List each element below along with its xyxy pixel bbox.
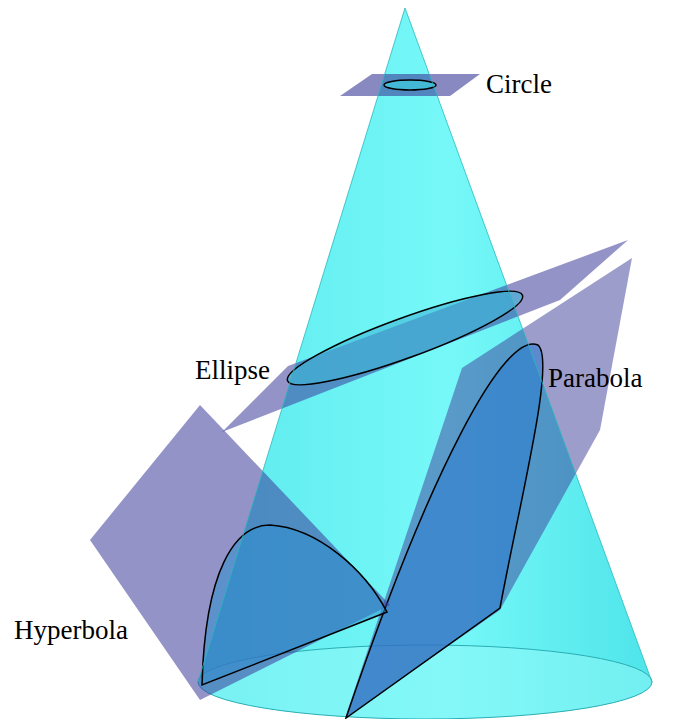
cutting-plane [345,258,632,718]
hyperbola-curve [202,525,387,685]
cone-outline [198,8,652,682]
section-label: Ellipse [193,356,272,386]
section-label: Circle [484,70,554,100]
cutting-plane [90,405,390,700]
circle-curve [384,80,436,90]
parabola-curve [346,344,543,718]
section-label: Parabola [546,364,644,394]
section-label: Hyperbola [12,616,130,646]
cutting-plane [340,74,480,96]
